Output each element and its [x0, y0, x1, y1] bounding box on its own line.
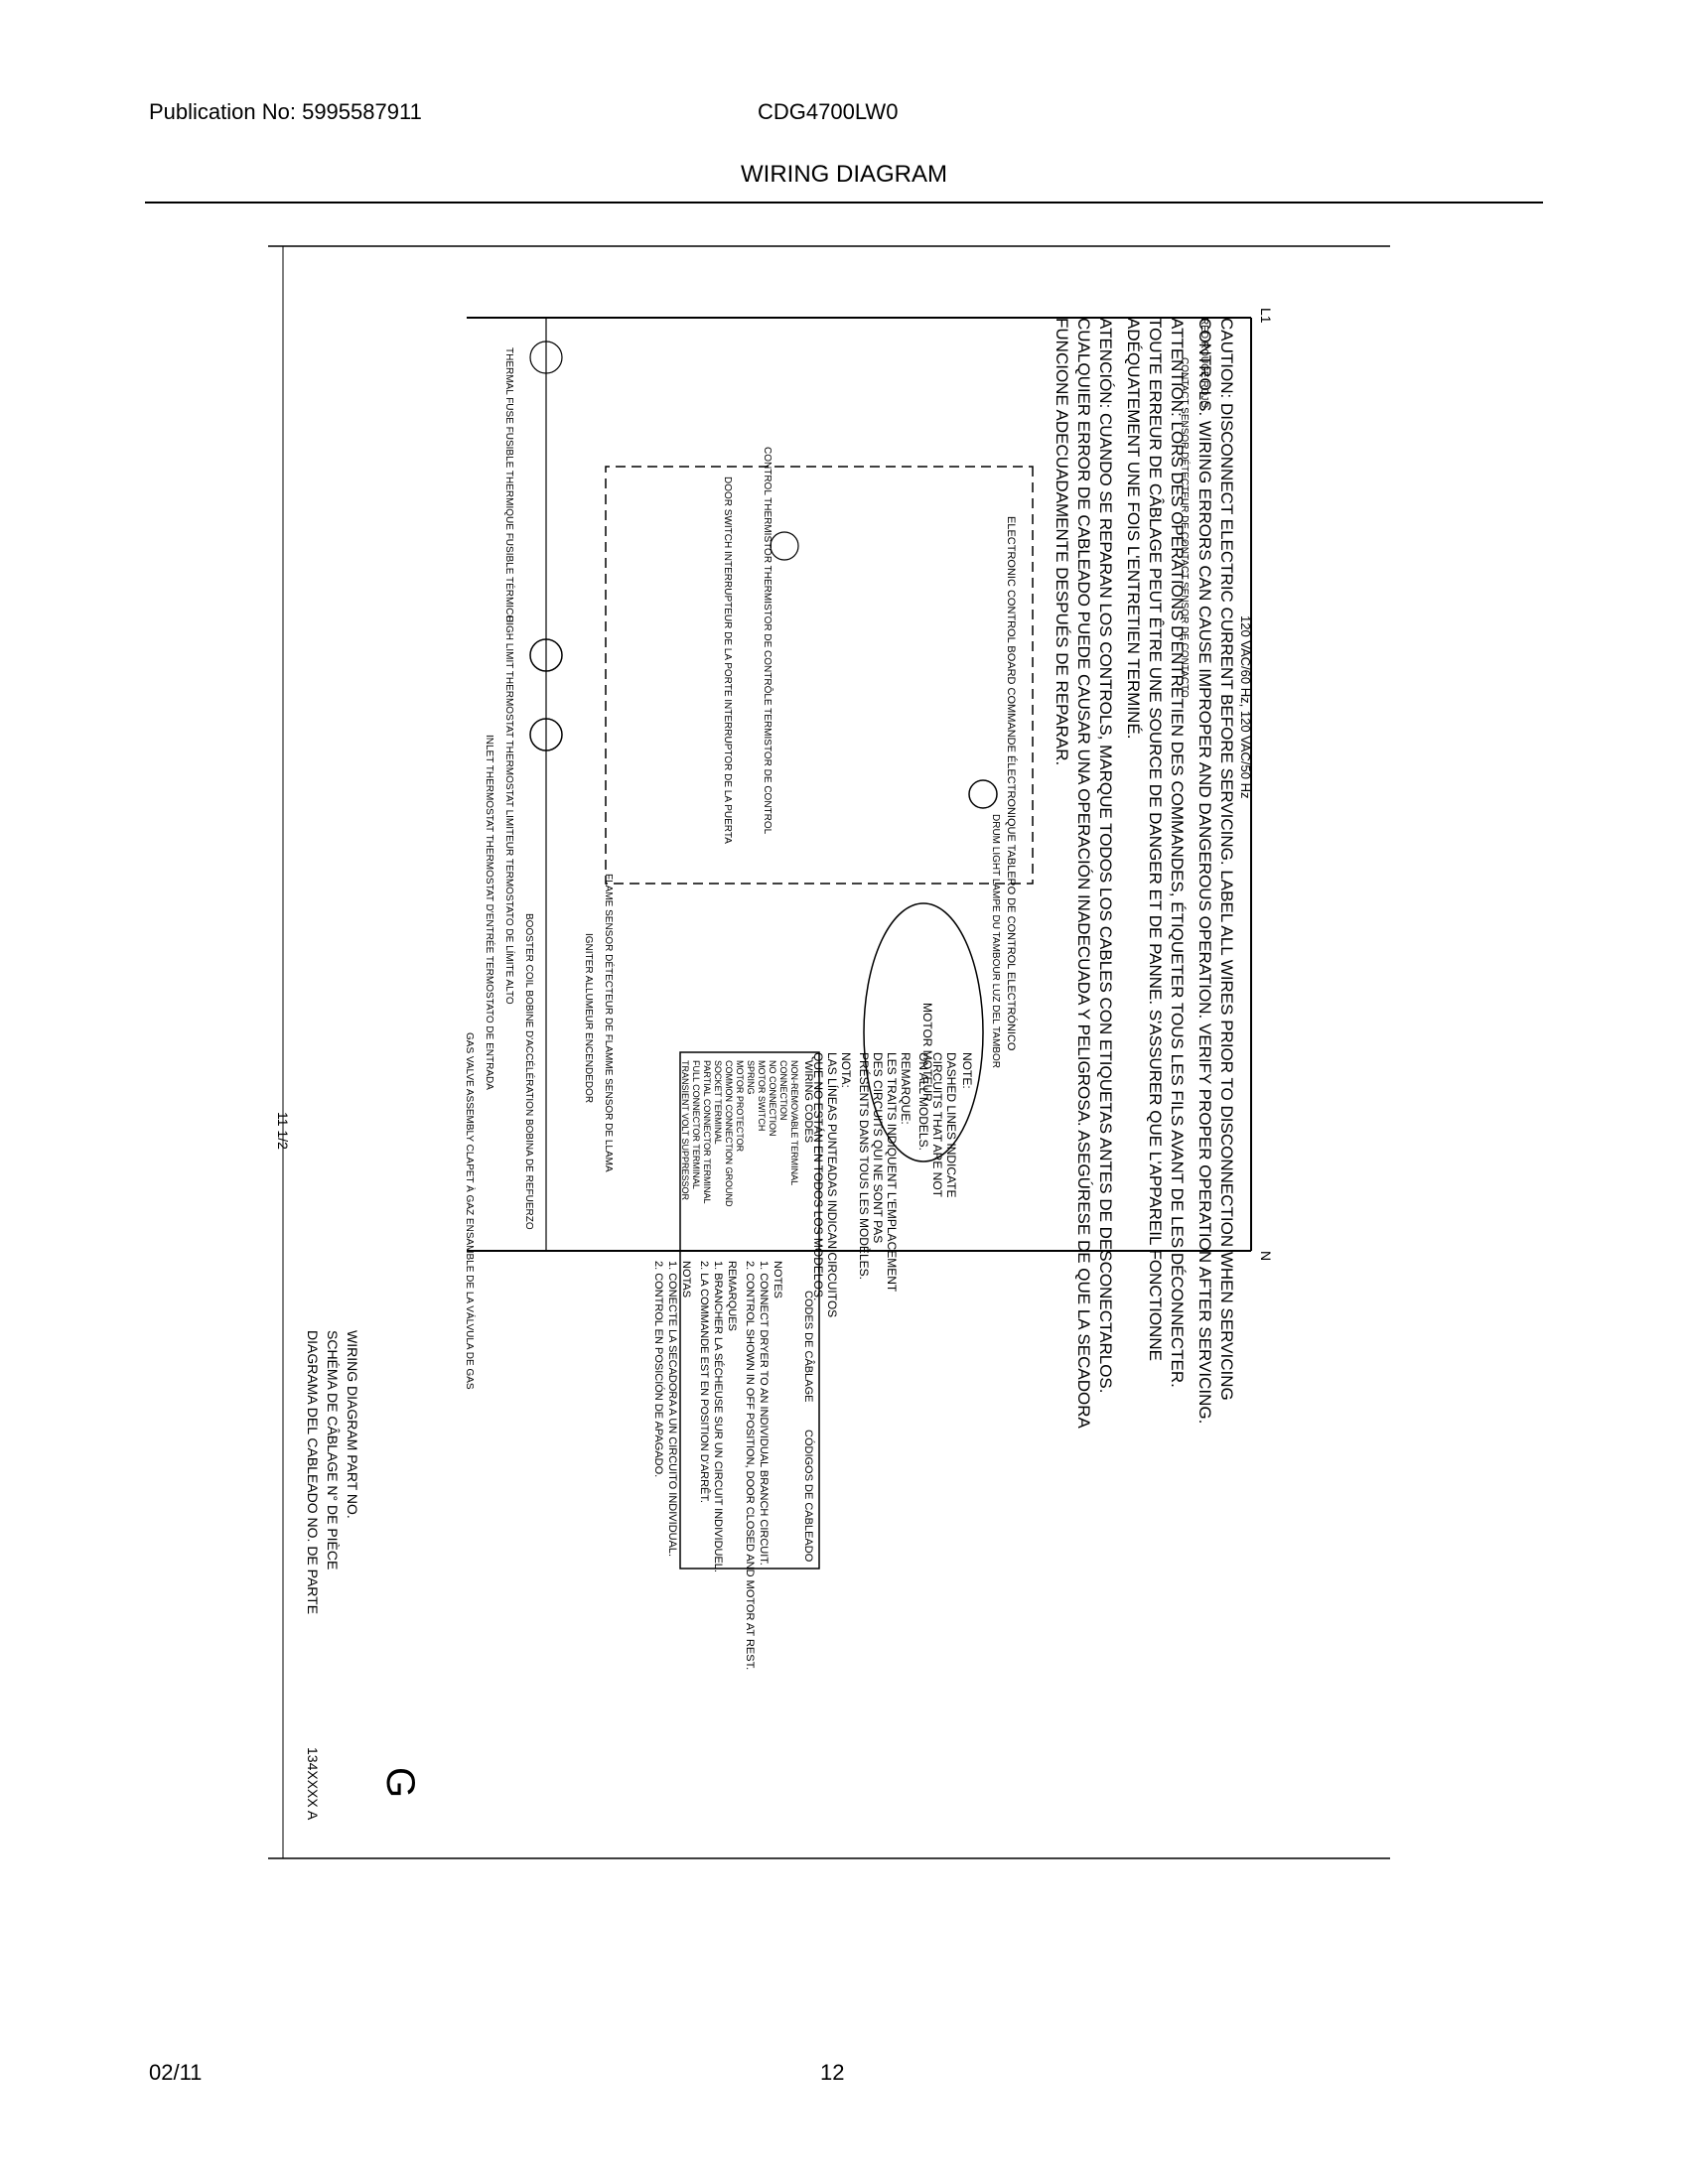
notes-box: NOTE: DASHED LINES INDICATE CIRCUITS THA… [811, 1052, 974, 1317]
note-line: CIRCUITS THAT ARE NOT [930, 1052, 944, 1198]
wiring-codes-title-fr: CODES DE CÂBLAGE [802, 1291, 815, 1402]
door-switch-label: DOOR SWITCH INTERRUPTEUR DE LA PORTE INT… [722, 477, 733, 844]
booster-label: BOOSTER COIL BOBINE D'ACCÉLÉRATION BOBIN… [523, 913, 536, 1230]
thermistor-icon [770, 531, 799, 561]
wiring-code-item: TRANSIENT VOLT SUPPRESSOR [680, 1060, 690, 1201]
caution-line: CUALQUIER ERROR DE CABLEADO PUEDE CAUSAR… [1074, 318, 1093, 1429]
notes-line: REMARQUES [726, 1261, 738, 1331]
part-number: 134XXXX A [305, 1747, 321, 1821]
note-line: DASHED LINES INDICATE [944, 1052, 958, 1197]
thermistor-label: CONTROL THERMISTOR THERMISTOR DE CONTRÔL… [762, 447, 774, 835]
footer-line: WIRING DIAGRAM PART NO. [345, 1330, 360, 1519]
caution-line: ATTENTION: LORS DES OPÉRATIONS D'ENTRETI… [1168, 318, 1187, 1388]
caution-line: TOUTE ERREUR DE CÂBLAGE PEUT ÊTRE UNE SO… [1146, 318, 1165, 1361]
thermal-fuse-icon-2 [529, 341, 563, 374]
wiring-code-item: MOTOR SWITCH [757, 1060, 767, 1131]
igniter-label: IGNITER ALLUMEUR ENCENDEDOR [583, 933, 594, 1103]
notes-line: 2. CONTROL SHOWN IN OFF POSITION, DOOR C… [744, 1261, 756, 1670]
footer-date: 02/11 [149, 2060, 203, 2085]
wiring-code-item: NON-REMOVABLE TERMINAL [789, 1060, 799, 1185]
note-title: NOTE: [960, 1052, 974, 1089]
n-label: N [1258, 1251, 1274, 1261]
page-title: WIRING DIAGRAM [741, 161, 947, 188]
dimension-label: 11 1/2 [275, 1112, 291, 1150]
revision-mark: G [378, 1767, 422, 1798]
notes-line: 1. CONECTE LA SECADORA A UN CIRCUITO IND… [666, 1261, 678, 1557]
caution-line: ADÉQUATEMENT UNE FOIS L'ENTRETIEN TERMIN… [1124, 318, 1143, 740]
caution-line: CONTROLS. WIRING ERRORS CAN CAUSE IMPROP… [1196, 318, 1214, 1424]
motor-label: MOTOR MOTEUR [920, 1003, 934, 1102]
footer-line: DIAGRAMA DEL CABLEADO NO. DE PARTE [305, 1330, 321, 1614]
control-board-label: ELECTRONIC CONTROL BOARD COMMANDE ÉLECTR… [1005, 516, 1018, 1051]
footer-line: SCHÉMA DE CÂBLAGE N° DE PIÈCE [325, 1330, 341, 1570]
wiring-codes-box [679, 1051, 820, 1570]
model-number: CDG4700LW0 [758, 99, 899, 124]
note-line: REMARQUE: [899, 1052, 913, 1125]
page-number: 12 [820, 2060, 845, 2085]
wiring-codes-title-es: CÓDIGOS DE CABLEADO [802, 1430, 815, 1563]
flame-sensor-label: FLAME SENSOR DÉTECTEUR DE FLAMME SENSOR … [603, 874, 616, 1172]
drum-light-icon [968, 779, 998, 809]
red-wire-label: RED ROUGE ROJO [1198, 318, 1209, 408]
note-line: NOTA: [839, 1052, 853, 1088]
note-line: LAS LÍNEAS PUNTEADAS INDICAN CIRCUITOS [825, 1052, 840, 1317]
wiring-code-item: NO CONNECTION [768, 1060, 777, 1137]
wiring-diagram: 11 1/2 CAUTION: DISCONNECT ELECTRIC CURR… [268, 238, 1420, 1876]
note-line: ON ALL MODELS. [916, 1052, 930, 1151]
caution-line: ATENCIÓN: CUANDO SE REPARAN LOS CONTROLS… [1096, 318, 1115, 1393]
caution-line: FUNCIONE ADECUADAMENTE DESPUÉS DE REPARA… [1053, 318, 1071, 765]
wiring-code-item: SPRING [746, 1060, 756, 1095]
high-limit-label: HIGH LIMIT THERMOSTAT THERMOSTAT LIMITEU… [503, 615, 516, 1005]
voltage-label: 120 VAC/60 Hz, 120 VAC/50 Hz [1238, 615, 1253, 799]
notes-line: NOTAS [680, 1261, 692, 1297]
wiring-code-item: COMMON CONNECTION GROUND [724, 1060, 734, 1207]
motor-icon [863, 902, 984, 1162]
caution-line: CAUTION: DISCONNECT ELECTRIC CURRENT BEF… [1217, 318, 1236, 1401]
control-board [605, 466, 1034, 885]
thermal-fuse-label: THERMAL FUSE FUSIBLE THERMIQUE FUSIBLE T… [503, 347, 516, 622]
notes-title: NOTES [772, 1261, 783, 1298]
header-rule [145, 202, 1543, 204]
wiring-code-item: PARTIAL CONNECTOR TERMINAL [702, 1060, 712, 1204]
wiring-code-item: SOCKET TERMINAL [713, 1060, 723, 1145]
wiring-code-item: CONNECTION [778, 1060, 788, 1121]
drum-light-label: DRUM LIGHT LAMPE DU TAMBOUR LUZ DEL TAMB… [990, 814, 1001, 1068]
notes-line: 2. CONTROL EN POSICIÓN DE APAGADO. [652, 1261, 665, 1477]
diagram-footer: WIRING DIAGRAM PART NO. SCHÉMA DE CÂBLAG… [305, 1330, 360, 1821]
note-line: DES CIRCUITS QUI NE SONT PAS [871, 1052, 885, 1243]
notes-line: 1. CONNECT DRYER TO AN INDIVIDUAL BRANCH… [758, 1261, 770, 1566]
l1-label: L1 [1258, 308, 1274, 324]
publication-number: Publication No: 5995587911 [149, 99, 422, 124]
notes-line: 2. LA COMMANDE EST EN POSITION D'ARRÊT. [698, 1261, 711, 1503]
notes: NOTES 1. CONNECT DRYER TO AN INDIVIDUAL … [652, 1261, 783, 1670]
wiring-codes-title: WIRING CODES [802, 1060, 814, 1143]
gas-valve-label: GAS VALVE ASSEMBLY CLAPET À GAZ ENSAMBLE… [464, 1032, 477, 1390]
wiring-codes: WIRING CODES CODES DE CÂBLAGE CÓDIGOS DE… [680, 1060, 815, 1563]
wiring-code-item: MOTOR PROTECTOR [735, 1060, 745, 1153]
wiring-code-item: FULL CONNECTOR TERMINAL [691, 1060, 701, 1189]
notes-line: 1. BRANCHER LA SÉCHEUSE SUR UN CIRCUIT I… [712, 1261, 725, 1572]
note-line: PRÉSENTS DANS TOUS LES MODÈLES. [857, 1052, 872, 1280]
note-line: LES TRAITS INDIQUENT L'EMPLACEMENT [885, 1052, 899, 1293]
moisture-sensor-label: CONTACT SENSOR DÉTECTEUR DE CONTACT SENS… [1179, 357, 1192, 698]
caution-text: CAUTION: DISCONNECT ELECTRIC CURRENT BEF… [1053, 318, 1236, 1429]
inlet-thermostat-label: INLET THERMOSTAT THERMOSTAT D'ENTRÉE TER… [484, 735, 496, 1090]
